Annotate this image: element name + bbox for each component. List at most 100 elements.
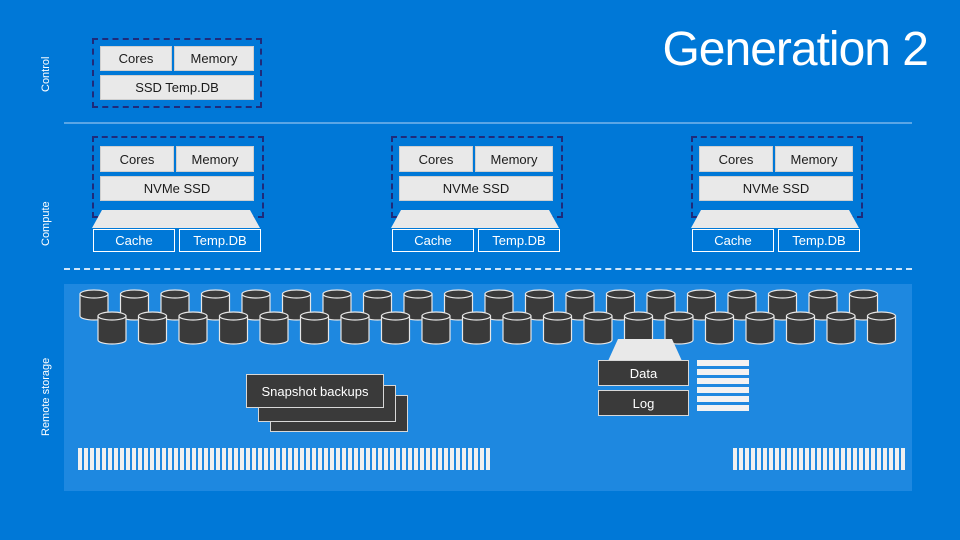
tape-segment	[264, 448, 268, 470]
tape-segment	[126, 448, 130, 470]
tape-segment	[390, 448, 394, 470]
disk-icon	[664, 311, 694, 345]
control-ssd-tempdb: SSD Temp.DB	[100, 75, 254, 100]
node-1-cores: Cores	[100, 146, 174, 172]
tape-segment	[360, 448, 364, 470]
tape-segment	[889, 448, 893, 470]
tape-segment	[294, 448, 298, 470]
control-cores: Cores	[100, 46, 172, 71]
compute-section-label: Compute	[40, 201, 52, 246]
tape-segment	[871, 448, 875, 470]
node-3-tempdb: Temp.DB	[778, 229, 860, 252]
disk-icon	[704, 311, 735, 345]
tape-segment	[348, 448, 352, 470]
tape-segment	[841, 448, 845, 470]
tape-segment	[96, 448, 100, 470]
tape-segment	[817, 448, 821, 470]
page-title: Generation 2	[662, 23, 929, 76]
tape-segment	[222, 448, 226, 470]
remote-storage-section-label: Remote storage	[40, 357, 52, 436]
tape-segment	[739, 448, 743, 470]
tape-segment	[282, 448, 286, 470]
snapshot-backups: Snapshot backups	[246, 374, 384, 408]
tape-segment	[414, 448, 418, 470]
node-3-cache: Cache	[692, 229, 774, 252]
disk-icon	[583, 311, 613, 345]
tape-segment	[396, 448, 400, 470]
tape-segment	[426, 448, 430, 470]
node-2-memory: Memory	[475, 146, 553, 172]
disk-icon	[299, 311, 330, 345]
tape-segment	[354, 448, 358, 470]
tape-segment	[408, 448, 412, 470]
disk-icon	[259, 311, 289, 345]
tape-segment	[444, 448, 448, 470]
data-volume: Data	[598, 360, 689, 386]
tape-segment	[450, 448, 454, 470]
tape-segment	[234, 448, 238, 470]
tape-segment	[486, 448, 490, 470]
node-2-connector	[391, 210, 559, 228]
tape-segment	[456, 448, 460, 470]
tape-segment	[859, 448, 863, 470]
node-2-cache: Cache	[392, 229, 474, 252]
tape-segment	[793, 448, 797, 470]
disk-icon	[340, 311, 370, 345]
tape-segment	[480, 448, 484, 470]
disk-icon	[866, 311, 897, 345]
disk-icon	[97, 311, 127, 345]
tape-segment	[811, 448, 815, 470]
tape-segment	[150, 448, 154, 470]
tape-segment	[324, 448, 328, 470]
tape-segment	[829, 448, 833, 470]
tape-segment	[180, 448, 184, 470]
tape-segment	[769, 448, 773, 470]
tape-segment	[877, 448, 881, 470]
tape-segment	[132, 448, 136, 470]
node-1-nvme-ssd: NVMe SSD	[100, 176, 254, 201]
tape-segment	[420, 448, 424, 470]
tape-segment	[751, 448, 755, 470]
tape-segment	[246, 448, 250, 470]
tape-segment	[835, 448, 839, 470]
tape-segment	[78, 448, 82, 470]
tape-segment	[114, 448, 118, 470]
disk-icon	[542, 311, 573, 345]
tape-segment	[474, 448, 478, 470]
node-1-cache: Cache	[93, 229, 175, 252]
tape-segment	[883, 448, 887, 470]
disk-icon	[826, 311, 856, 345]
node-3-memory: Memory	[775, 146, 853, 172]
control-node: Cores Memory SSD Temp.DB	[92, 38, 262, 108]
tape-segment	[258, 448, 262, 470]
tape-segment	[312, 448, 316, 470]
tape-segment	[138, 448, 142, 470]
tape-segment	[462, 448, 466, 470]
tape-segment	[366, 448, 370, 470]
tape-segment	[805, 448, 809, 470]
disk-icon	[461, 311, 492, 345]
tape-segment	[438, 448, 442, 470]
tape-segment	[174, 448, 178, 470]
tape-segment	[270, 448, 274, 470]
tape-segment	[240, 448, 244, 470]
tape-segment	[901, 448, 905, 470]
disk-icon	[178, 311, 208, 345]
disk-icon	[218, 311, 249, 345]
tape-segment	[192, 448, 196, 470]
tape-segment	[144, 448, 148, 470]
tape-segment	[306, 448, 310, 470]
tape-segment	[108, 448, 112, 470]
log-tape-strip	[733, 448, 905, 470]
tape-segment	[823, 448, 827, 470]
tape-segment	[432, 448, 436, 470]
tape-segment	[342, 448, 346, 470]
tape-segment	[300, 448, 304, 470]
tape-segment	[853, 448, 857, 470]
tape-segment	[865, 448, 869, 470]
tape-segment	[372, 448, 376, 470]
data-connector	[608, 339, 682, 361]
tape-segment	[102, 448, 106, 470]
tape-segment	[276, 448, 280, 470]
tape-segment	[384, 448, 388, 470]
